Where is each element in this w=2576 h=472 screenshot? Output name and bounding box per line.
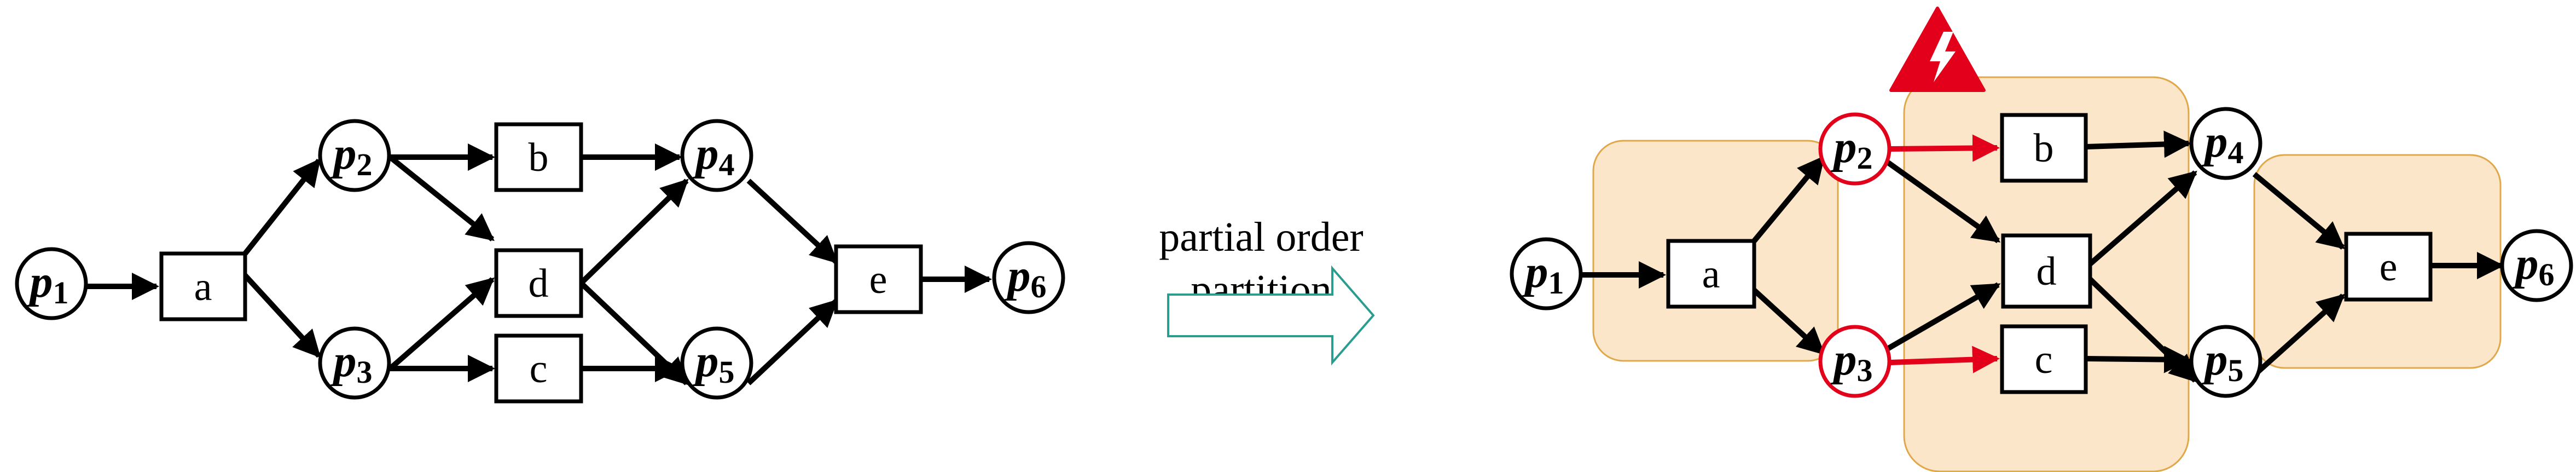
transition-label: e <box>869 257 887 302</box>
edge-d-p4 <box>579 179 689 285</box>
place-label: p <box>1522 246 1548 297</box>
place-subscript: 4 <box>2228 135 2244 170</box>
transition-label: c <box>530 347 548 392</box>
svg-text:p1: p1 <box>27 256 69 310</box>
place-p3-highlighted: p3 <box>1818 325 1892 398</box>
transition-a: a <box>159 251 247 321</box>
place-p1: p1 <box>1510 237 1583 310</box>
transition-b: b <box>494 122 583 192</box>
right-edges <box>1579 130 2504 383</box>
edge-p2-d <box>388 155 495 241</box>
edge-p5-e <box>746 299 838 385</box>
edge-b-p4 <box>2085 130 2191 158</box>
transition-b: b <box>2000 113 2088 183</box>
svg-text:p4: p4 <box>2202 116 2244 170</box>
place-p5: p5 <box>680 326 753 400</box>
place-label: p <box>2202 116 2228 167</box>
place-label: p <box>2513 238 2539 289</box>
place-label: p <box>330 128 357 179</box>
place-p6: p6 <box>2500 229 2573 302</box>
caption-line-1: partial order <box>1159 214 1363 260</box>
lightning-warning-icon <box>1889 7 1986 92</box>
edge-p3-c <box>1890 346 2000 373</box>
svg-text:p3: p3 <box>1831 334 1873 388</box>
edge-a-p2 <box>1752 156 1825 243</box>
transition-e: e <box>2344 232 2433 302</box>
place-label: p <box>1831 334 1857 385</box>
place-label: p <box>693 128 719 179</box>
place-label: p <box>693 336 719 387</box>
svg-text:p6: p6 <box>1005 250 1047 304</box>
place-label: p <box>27 256 53 307</box>
transition-label: c <box>2035 337 2053 382</box>
edge-a-p2 <box>243 158 321 256</box>
svg-text:p1: p1 <box>1522 246 1564 301</box>
place-p4: p4 <box>680 119 753 192</box>
transformation-indicator: partial order partition <box>1159 214 1375 366</box>
transition-e: e <box>834 244 923 314</box>
edge-p5-e <box>2252 293 2345 377</box>
edge-p2-b <box>1890 134 2000 162</box>
place-p2: p2 <box>318 119 391 192</box>
place-subscript: 1 <box>53 275 69 310</box>
edge-a-p3 <box>243 273 321 358</box>
place-p1: p1 <box>15 247 88 320</box>
transition-label: e <box>2380 245 2398 290</box>
place-subscript: 6 <box>1031 269 1047 304</box>
svg-text:p4: p4 <box>693 128 735 182</box>
svg-text:p3: p3 <box>330 336 373 390</box>
transition-d: d <box>2001 233 2092 309</box>
place-subscript: 2 <box>357 147 373 182</box>
place-label: p <box>2202 334 2228 385</box>
transition-c: c <box>494 333 583 404</box>
place-subscript: 1 <box>1548 265 1564 301</box>
right-net: a b c d e p1 p2 p3 <box>1510 7 2573 472</box>
place-label: p <box>1005 250 1031 301</box>
transition-label: d <box>529 261 549 306</box>
svg-text:p2: p2 <box>330 128 373 182</box>
place-subscript: 4 <box>719 147 735 182</box>
edge-p4-e <box>2252 172 2345 250</box>
transition-label: a <box>1702 252 1720 297</box>
left-edges <box>68 143 992 385</box>
edge-p2-d <box>1885 159 2001 244</box>
place-p3: p3 <box>318 326 391 400</box>
edge-p4-e <box>746 179 838 264</box>
svg-text:p6: p6 <box>2513 238 2555 292</box>
transition-label: d <box>2037 249 2057 294</box>
edge-d-p4 <box>2088 170 2197 266</box>
place-subscript: 3 <box>1857 353 1873 388</box>
svg-text:p5: p5 <box>2202 334 2244 388</box>
edge-c-p5 <box>2085 346 2191 373</box>
place-p6: p6 <box>992 241 1065 314</box>
place-label: p <box>1831 122 1857 172</box>
place-label: p <box>330 336 357 387</box>
place-subscript: 5 <box>719 354 735 390</box>
place-subscript: 2 <box>1857 140 1873 176</box>
place-subscript: 3 <box>357 354 373 390</box>
svg-text:p5: p5 <box>693 336 735 390</box>
transition-label: b <box>529 135 549 180</box>
place-subscript: 6 <box>2539 257 2555 292</box>
place-p2-highlighted: p2 <box>1818 112 1892 186</box>
place-p5: p5 <box>2189 325 2262 398</box>
transition-a: a <box>1666 239 1756 309</box>
right-arrow-icon <box>1167 265 1375 366</box>
transition-c: c <box>2000 324 2088 394</box>
transition-label: b <box>2034 126 2054 171</box>
place-p4: p4 <box>2189 107 2262 180</box>
place-subscript: 5 <box>2228 353 2244 388</box>
svg-text:p2: p2 <box>1831 122 1873 176</box>
edge-a-p3 <box>1752 288 1825 355</box>
edge-p3-d <box>388 277 495 371</box>
left-net: a b c d e p1 p2 p3 <box>15 119 1065 404</box>
edge-p3-d <box>1885 282 2001 352</box>
transition-d: d <box>494 248 583 318</box>
transition-label: a <box>194 264 212 309</box>
